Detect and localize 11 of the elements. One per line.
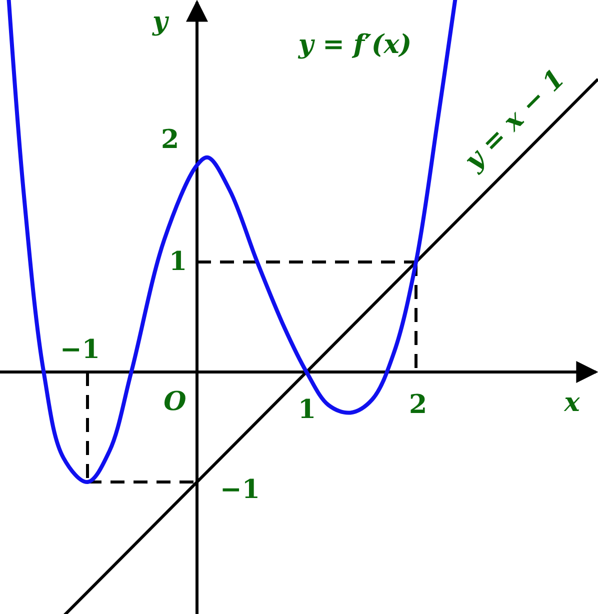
tick-label: 2: [160, 127, 180, 153]
line-label: y = x − 1: [460, 65, 570, 175]
axis-label: x: [564, 390, 580, 416]
tick-label: −1: [60, 337, 100, 363]
curve-label: y = f′(x): [298, 32, 412, 58]
axis-label: y: [152, 9, 168, 35]
tick-label: 1: [168, 249, 188, 275]
tick-label: 1: [298, 397, 316, 423]
origin-label: O: [164, 389, 186, 415]
tick-label: −1: [220, 477, 260, 503]
tick-label: 2: [408, 392, 428, 418]
